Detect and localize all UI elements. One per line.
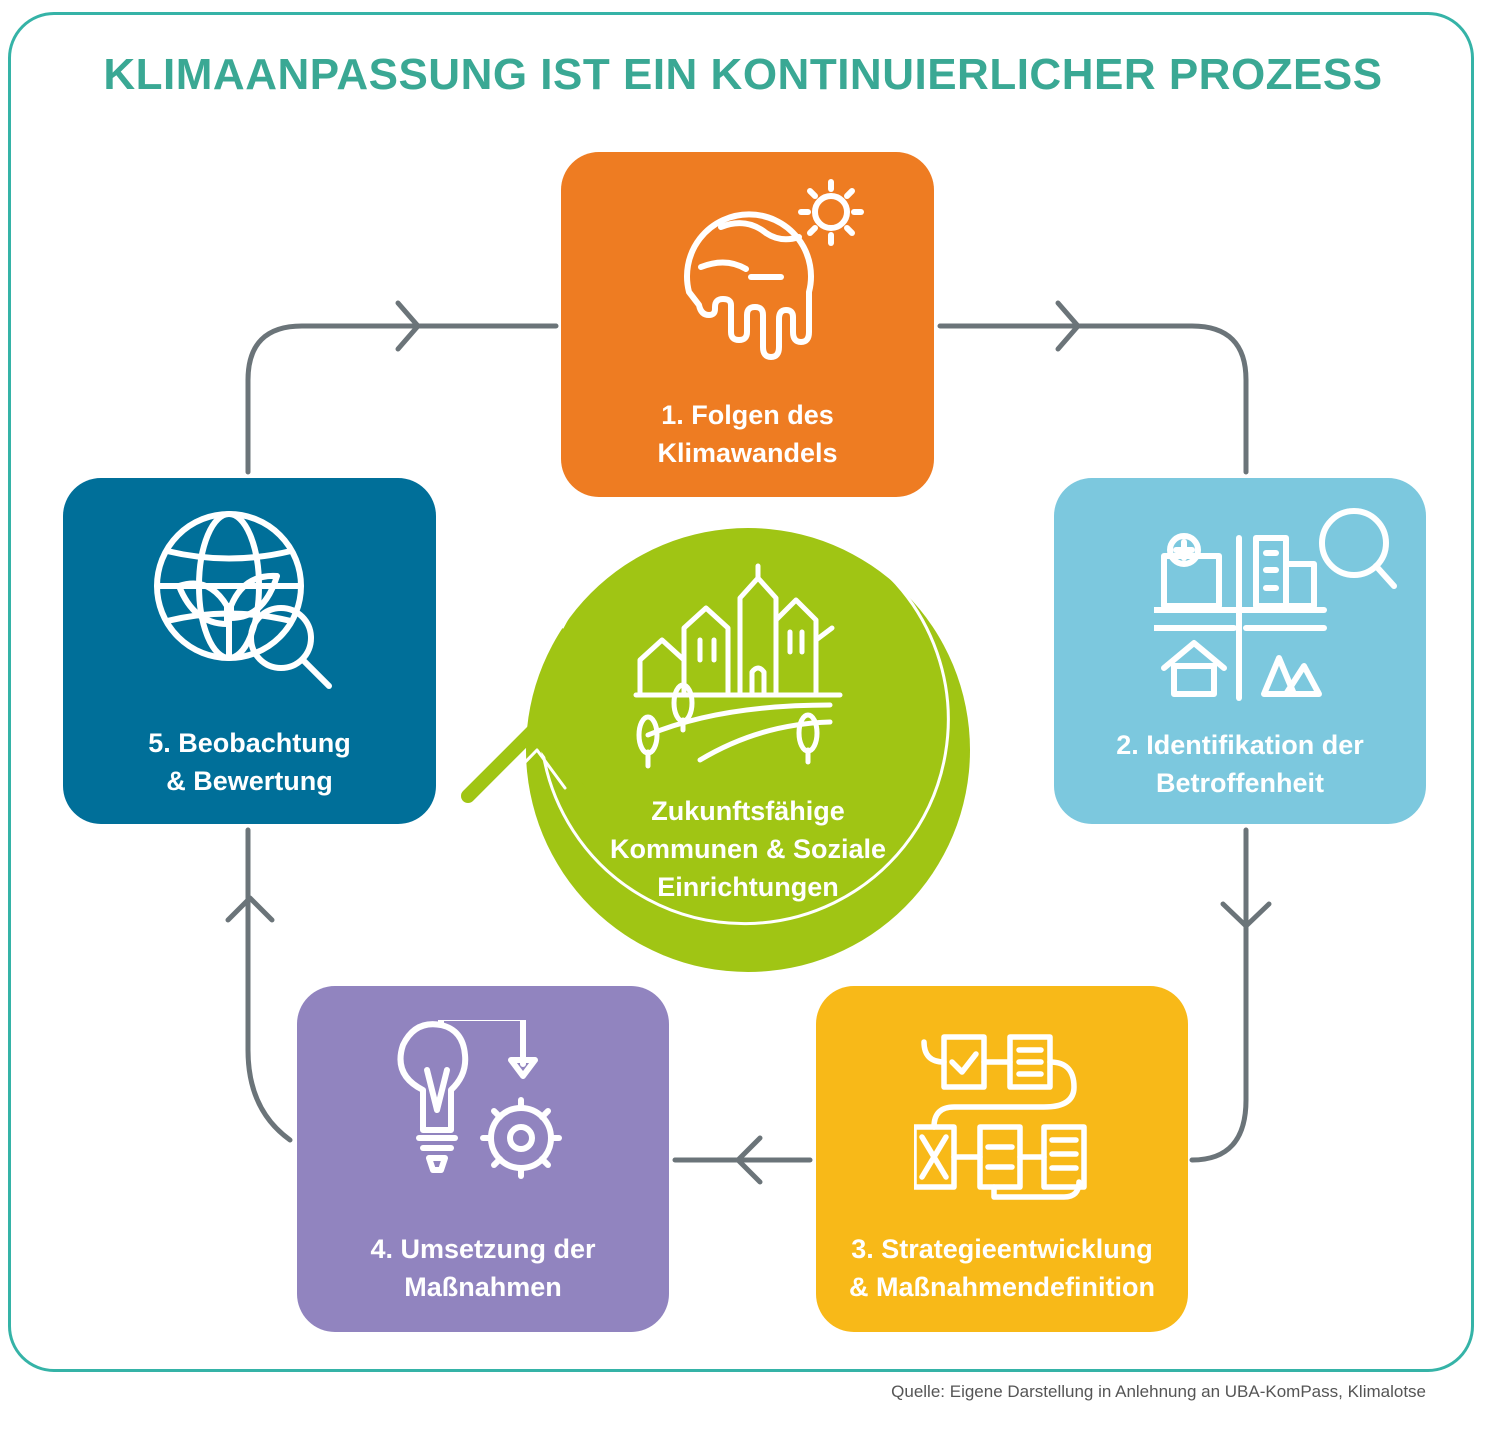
- connector-5-to-1: [245, 323, 559, 475]
- center-label-line1: Zukunftsfähige: [651, 796, 845, 826]
- step-5-label-line2: & Bewertung: [166, 766, 333, 796]
- arrowhead-2-to-3: [1220, 901, 1272, 929]
- strategy-documents-icon: [914, 1034, 1087, 1200]
- outer-frame: [8, 12, 1474, 1372]
- center-label-line3: Einrichtungen: [657, 872, 839, 902]
- arrowhead-4-to-5: [225, 895, 275, 923]
- step-3-label-line1: 3. Strategieentwicklung: [851, 1234, 1153, 1264]
- center-label: Zukunftsfähige Kommunen & Soziale Einric…: [560, 792, 936, 906]
- step-2-label-line1: 2. Identifikation der: [1116, 730, 1364, 760]
- step-4-label-line1: 4. Umsetzung der: [370, 1234, 596, 1264]
- step-1-label-line2: Klimawandels: [657, 438, 838, 468]
- step-2-box: 2. Identifikation der Betroffenheit: [1054, 478, 1426, 824]
- arrowhead-5-to-1: [395, 300, 421, 352]
- step-4-label-line2: Maßnahmen: [404, 1272, 562, 1302]
- lightbulb-gear-icon: [397, 1020, 562, 1179]
- arrowhead-1-to-2: [1055, 300, 1081, 352]
- step-1-label-line1: 1. Folgen des: [661, 400, 834, 430]
- step-3-label-line2: & Maßnahmendefinition: [849, 1272, 1155, 1302]
- city-analysis-icon: [1154, 508, 1397, 701]
- step-3-box: 3. Strategieentwicklung & Maßnahmendefin…: [816, 986, 1188, 1332]
- step-4-box: 4. Umsetzung der Maßnahmen: [297, 986, 669, 1332]
- melting-globe-sun-icon: [684, 179, 864, 360]
- step-5-box: 5. Beobachtung & Bewertung: [63, 478, 436, 824]
- globe-plant-magnifier-icon: [154, 511, 332, 689]
- source-note: Quelle: Eigene Darstellung in Anlehnung …: [891, 1382, 1426, 1401]
- step-2-label-line2: Betroffenheit: [1156, 768, 1324, 798]
- connector-1-to-2: [937, 323, 1249, 475]
- town-landscape-icon: [633, 563, 843, 769]
- center-label-line2: Kommunen & Soziale: [609, 834, 887, 864]
- arrowhead-3-to-4: [735, 1135, 763, 1185]
- step-1-box: 1. Folgen des Klimawandels: [561, 152, 934, 497]
- connector-2-to-3: [1189, 827, 1249, 1163]
- step-5-label-line1: 5. Beobachtung: [148, 728, 351, 758]
- connector-4-to-5: [245, 827, 293, 1143]
- diagram-title: KLIMAANPASSUNG IST EIN KONTINUIERLICHER …: [103, 50, 1383, 99]
